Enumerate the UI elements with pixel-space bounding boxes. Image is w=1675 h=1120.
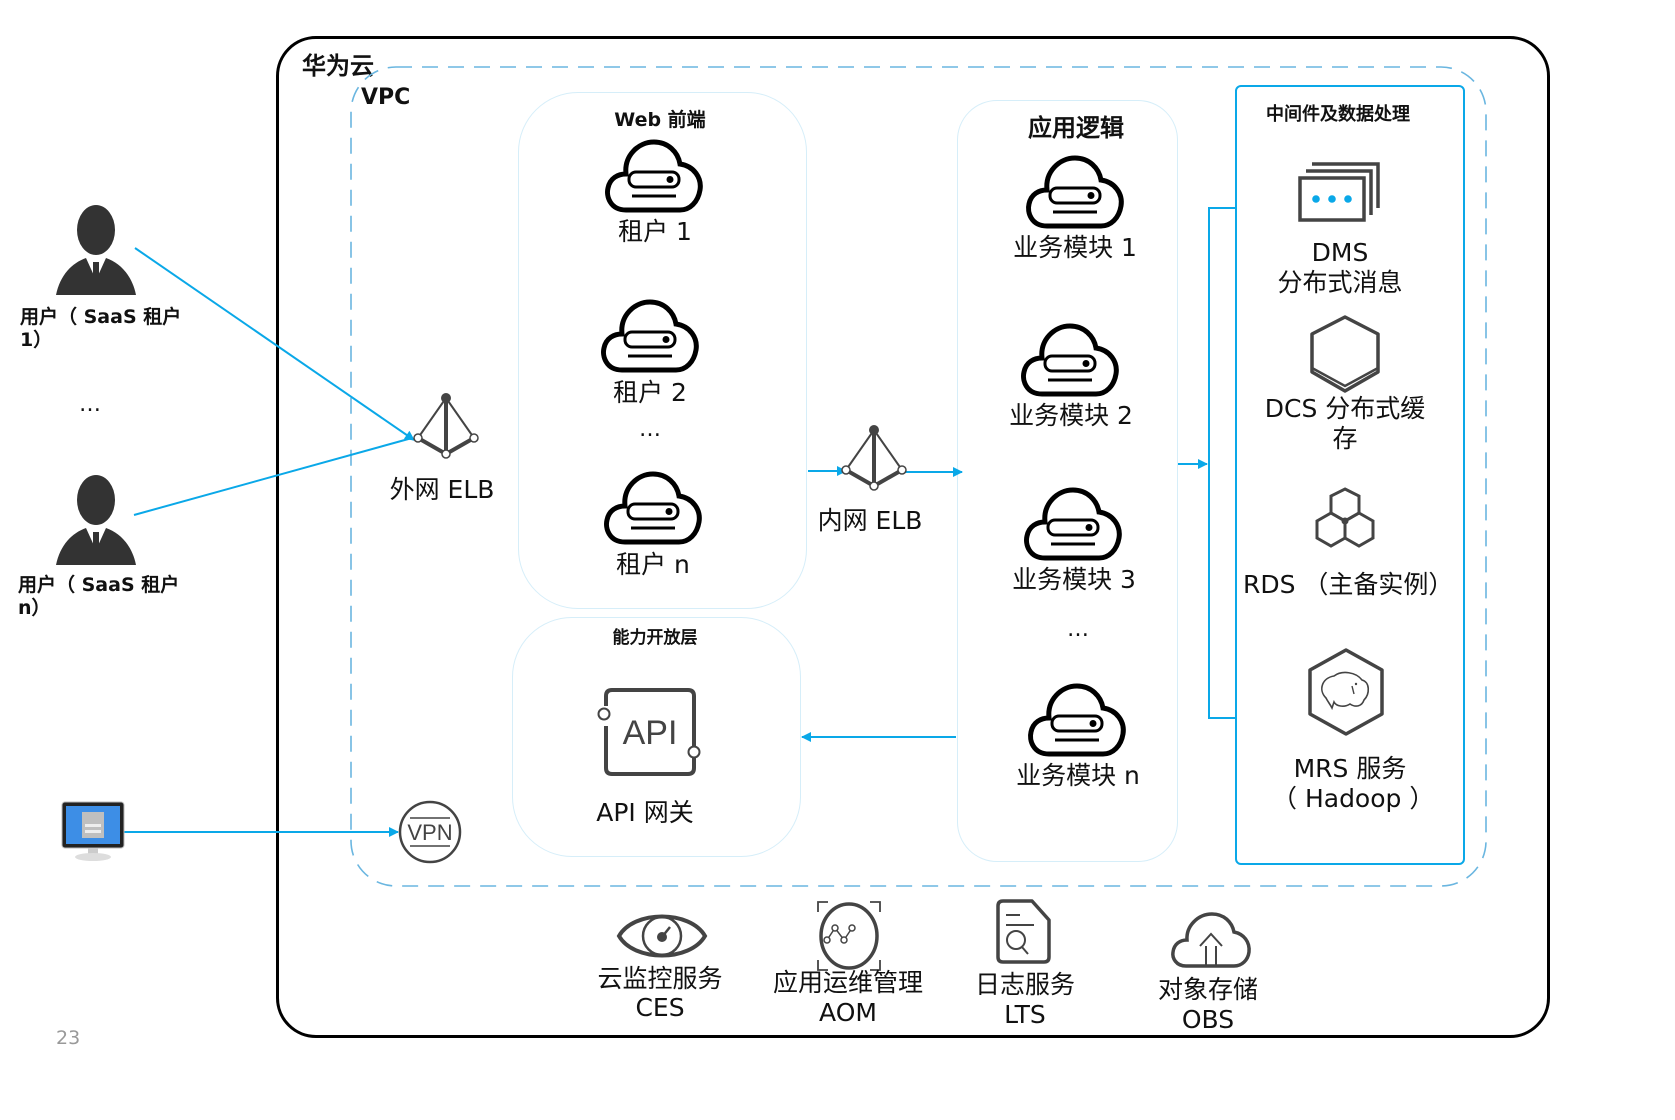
capability-layer-title: 能力开放层 bbox=[612, 628, 698, 648]
capability-layer-panel bbox=[512, 617, 801, 857]
external-elb-icon bbox=[413, 393, 479, 459]
tenant-n-label: 租户 n bbox=[616, 550, 690, 579]
mrs-name: MRS 服务 bbox=[1293, 754, 1407, 783]
module-cloud-icon bbox=[1023, 484, 1123, 566]
tenant-cloud-icon bbox=[600, 296, 700, 378]
tenant-cloud-icon bbox=[604, 136, 704, 218]
web-frontend-panel bbox=[518, 92, 807, 609]
aom-code: AOM bbox=[819, 998, 877, 1027]
mrs-desc: （ Hadoop ） bbox=[1272, 784, 1435, 813]
api-icon-text: API bbox=[623, 714, 678, 752]
module-n-label: 业务模块 n bbox=[1016, 761, 1140, 790]
obs-code: OBS bbox=[1181, 1005, 1235, 1034]
user-icon bbox=[56, 475, 136, 565]
api-gateway-icon: API bbox=[597, 688, 701, 776]
lts-code: LTS bbox=[1004, 1000, 1046, 1029]
dcs-desc: 存 bbox=[1332, 424, 1358, 453]
tenant-cloud-icon bbox=[603, 468, 703, 550]
dms-name: DMS bbox=[1311, 238, 1369, 267]
obs-name: 对象存储 bbox=[1157, 975, 1258, 1004]
user1-to-elb-line bbox=[134, 247, 415, 441]
cloud-eye-monitor-icon bbox=[616, 914, 708, 958]
module-ellipsis: … bbox=[1067, 617, 1089, 642]
middleware-title: 中间件及数据处理 bbox=[1266, 104, 1410, 125]
dcs-name: DCS 分布式缓 bbox=[1264, 394, 1426, 423]
huawei-cloud-title: 华为云 bbox=[302, 52, 374, 80]
usern-to-elb-line bbox=[133, 437, 413, 516]
page-number: 23 bbox=[56, 1027, 81, 1049]
module-3-label: 业务模块 3 bbox=[1012, 565, 1136, 594]
desktop-computer-icon bbox=[61, 801, 125, 861]
dcs-cache-icon bbox=[1310, 315, 1380, 393]
module-cloud-icon bbox=[1025, 152, 1125, 234]
ces-code: CES bbox=[635, 993, 685, 1022]
app-logic-title: 应用逻辑 bbox=[1028, 114, 1124, 142]
users-ellipsis: … bbox=[79, 392, 101, 417]
api-gateway-label: API 网关 bbox=[596, 798, 694, 827]
user-1-label: 用户（ SaaS 租户 1） bbox=[20, 306, 182, 351]
object-storage-obs-icon bbox=[1171, 912, 1251, 968]
tenant-ellipsis: … bbox=[639, 417, 661, 442]
vpc-title: VPC bbox=[361, 85, 411, 110]
user-icon bbox=[56, 205, 136, 295]
user-n-label: 用户（ SaaS 租户 n） bbox=[18, 574, 180, 619]
middleware-panel bbox=[1235, 85, 1465, 865]
rds-database-icon bbox=[1315, 487, 1375, 548]
tenant-2-label: 租户 2 bbox=[613, 378, 687, 407]
app-logic-panel bbox=[957, 100, 1178, 862]
aom-name: 应用运维管理 bbox=[772, 968, 923, 997]
middleware-bracket bbox=[1208, 207, 1236, 719]
dms-message-icon bbox=[1298, 162, 1380, 222]
internal-elb-icon bbox=[841, 425, 907, 491]
module-cloud-icon bbox=[1027, 680, 1127, 762]
vpn-icon-text: VPN bbox=[407, 820, 452, 845]
module-2-label: 业务模块 2 bbox=[1009, 401, 1133, 430]
mrs-hadoop-icon bbox=[1308, 648, 1384, 736]
app-ops-aom-icon bbox=[817, 901, 881, 971]
external-elb-label: 外网 ELB bbox=[389, 475, 495, 504]
module-1-label: 业务模块 1 bbox=[1013, 233, 1137, 262]
huawei-cloud-frame bbox=[276, 36, 1550, 1038]
log-service-lts-icon bbox=[996, 899, 1051, 964]
module-cloud-icon bbox=[1020, 320, 1120, 402]
internal-elb-label: 内网 ELB bbox=[817, 506, 923, 535]
tenant-1-label: 租户 1 bbox=[618, 217, 692, 246]
rds-name: RDS （主备实例） bbox=[1243, 570, 1454, 599]
vpn-icon: VPN bbox=[398, 800, 462, 864]
ces-name: 云监控服务 bbox=[597, 964, 723, 993]
web-frontend-title: Web 前端 bbox=[614, 109, 706, 131]
lts-name: 日志服务 bbox=[974, 970, 1075, 999]
dms-desc: 分布式消息 bbox=[1277, 268, 1403, 297]
